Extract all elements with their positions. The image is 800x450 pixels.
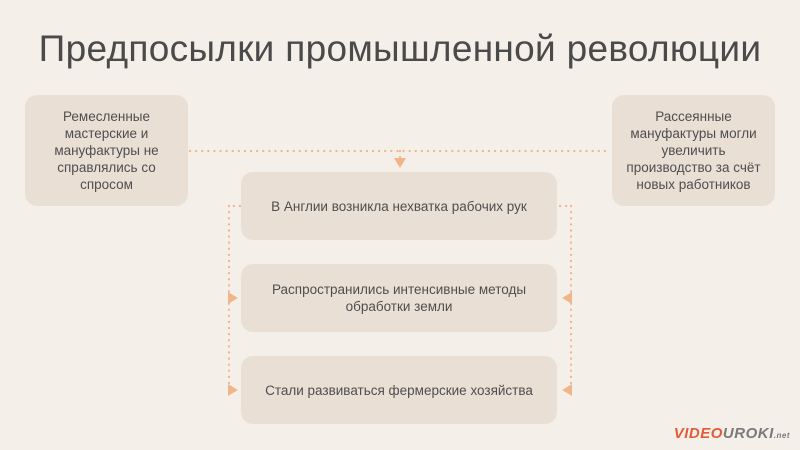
logo-part-uroki: UROKI — [722, 425, 774, 442]
slide-title: Предпосылки промышленной революции — [38, 28, 762, 69]
arrow-left-center2 — [228, 292, 238, 304]
arrow-right-center3 — [562, 384, 572, 396]
arrow-down-center1 — [394, 158, 406, 168]
box-center-1-text: В Англии возникла нехватка рабочих рук — [271, 198, 527, 214]
arrow-left-center3 — [228, 384, 238, 396]
logo-part-tld: .net — [773, 431, 790, 440]
box-center-3-text: Стали развиваться фермерские хозяйства — [265, 382, 533, 398]
box-center-3: Стали развиваться фермерские хозяйства — [241, 356, 557, 424]
box-left-cause: Ремесленные мастерские и мануфактуры не … — [25, 95, 188, 206]
box-center-2-text: Распространились интенсивные методы обра… — [271, 282, 527, 314]
logo-part-video: VIDEO — [673, 425, 723, 442]
videouroki-logo: VIDEOUROKI.net — [674, 425, 790, 442]
box-center-1: В Англии возникла нехватка рабочих рук — [241, 172, 557, 240]
box-left-text: Ремесленные мастерские и мануфактуры не … — [54, 109, 159, 192]
box-right-text: Рассеянные мануфактуры могли увеличить п… — [626, 109, 761, 192]
arrow-right-center2 — [562, 292, 572, 304]
box-right-cause: Рассеянные мануфактуры могли увеличить п… — [612, 95, 775, 206]
box-center-2: Распространились интенсивные методы обра… — [241, 264, 557, 332]
